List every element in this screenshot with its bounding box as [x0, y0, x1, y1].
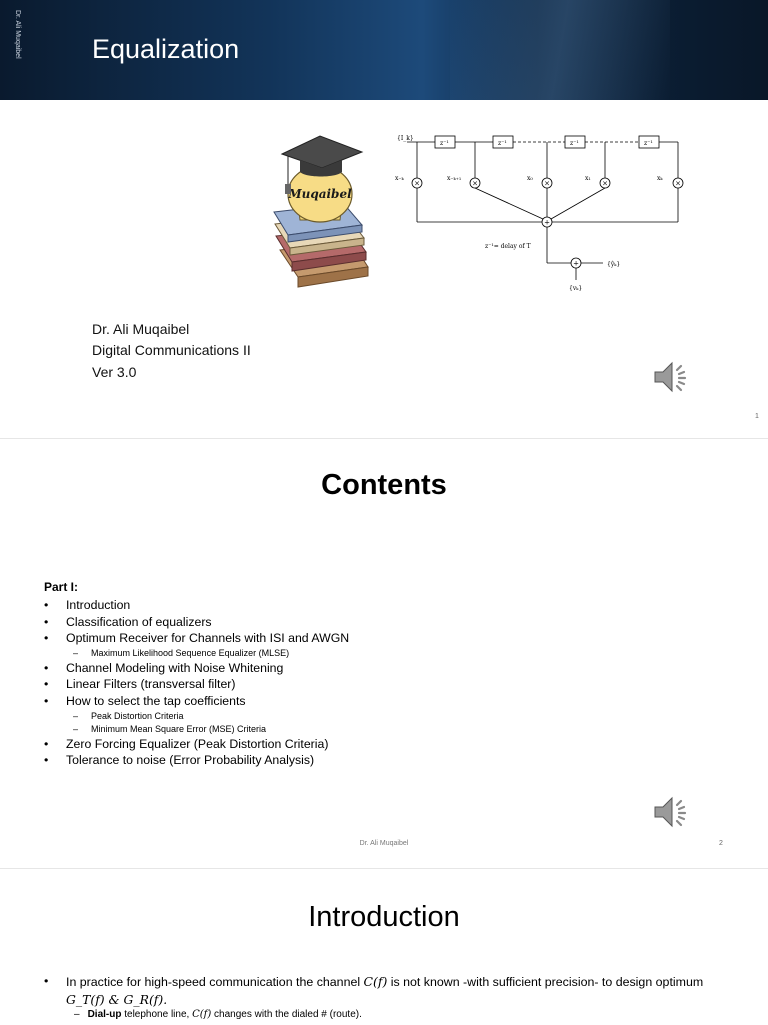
version-text: Ver 3.0: [92, 364, 137, 380]
delay-box-4: z⁻¹: [644, 140, 653, 147]
tap-label-4: x₁: [585, 175, 591, 182]
sub-bullet-item: –Dial-up telephone line, C(f) changes wi…: [74, 1009, 362, 1020]
svg-text:×: ×: [675, 180, 681, 188]
contents-item: Peak Distortion Criteria: [44, 710, 644, 723]
page-number: 1: [755, 413, 759, 420]
svg-text:+: +: [544, 219, 550, 227]
author-name: Dr. Ali Muqaibel: [92, 321, 190, 337]
delay-box-1: z⁻¹: [440, 140, 449, 147]
svg-text:×: ×: [544, 180, 550, 188]
graduation-logo-icon: Muqaibel: [273, 135, 369, 288]
logo-text: Muqaibel: [287, 187, 352, 201]
course-name: Digital Communications II: [92, 342, 251, 358]
contents-item: Minimum Mean Square Error (MSE) Criteria: [44, 723, 644, 736]
svg-text:×: ×: [414, 180, 420, 188]
bullet-item: • In practice for high-speed communicati…: [44, 974, 704, 1007]
tap-label-1: x₋ₖ: [395, 175, 405, 182]
slide-2: Contents Part I: IntroductionClassificat…: [0, 438, 768, 863]
input-label: {I_k}: [397, 135, 414, 142]
tap-label-2: x₋ₖ₊₁: [447, 175, 461, 182]
output-label: {ŷₖ}: [607, 261, 620, 268]
tap-label-3: x₀: [527, 175, 533, 182]
page-number: 2: [719, 840, 723, 847]
delay-caption: z⁻¹= delay of T: [485, 243, 531, 250]
part-label: Part I:: [44, 580, 79, 594]
tap-label-5: xₖ: [657, 175, 663, 182]
svg-text:+: +: [573, 260, 579, 268]
vertical-author: Dr. Ali Muqaibel: [14, 10, 21, 59]
speaker-icon[interactable]: [652, 793, 692, 831]
svg-text:×: ×: [602, 180, 608, 188]
contents-item: How to select the tap coefficients: [44, 693, 644, 710]
transversal-equalizer-diagram: {I_k} z⁻¹ z⁻¹ z⁻¹ z⁻¹ x₋ₖ x₋ₖ₊₁ x₀ x₁ xₖ…: [395, 135, 684, 292]
contents-list: IntroductionClassification of equalizers…: [44, 597, 644, 769]
math-gt-gr: G_T(f) & G_R(f).: [66, 992, 168, 1007]
noise-label: {vₖ}: [569, 285, 582, 292]
contents-item: Tolerance to noise (Error Probability An…: [44, 752, 644, 769]
contents-item: Zero Forcing Equalizer (Peak Distortion …: [44, 736, 644, 753]
math-cf: C(f): [363, 974, 388, 989]
slide-3: Introduction • In practice for high-spee…: [0, 868, 768, 1025]
footer-author: Dr. Ali Muqaibel: [359, 840, 409, 847]
banner-highlight: [450, 0, 670, 100]
introduction-title: Introduction: [308, 901, 460, 933]
contents-item: Channel Modeling with Noise Whitening: [44, 660, 644, 677]
contents-title: Contents: [321, 469, 447, 501]
contents-item: Optimum Receiver for Channels with ISI a…: [44, 630, 644, 647]
contents-item: Maximum Likelihood Sequence Equalizer (M…: [44, 647, 644, 660]
slide-1: Dr. Ali Muqaibel Equalization Muqaibel: [0, 0, 768, 432]
contents-item: Classification of equalizers: [44, 614, 644, 631]
speaker-icon[interactable]: [652, 358, 692, 396]
title-banner: Dr. Ali Muqaibel Equalization: [0, 0, 768, 100]
contents-item: Introduction: [44, 597, 644, 614]
delay-box-2: z⁻¹: [498, 140, 507, 147]
slide-title: Equalization: [92, 34, 240, 64]
contents-item: Linear Filters (transversal filter): [44, 676, 644, 693]
svg-text:×: ×: [472, 180, 478, 188]
delay-box-3: z⁻¹: [570, 140, 579, 147]
